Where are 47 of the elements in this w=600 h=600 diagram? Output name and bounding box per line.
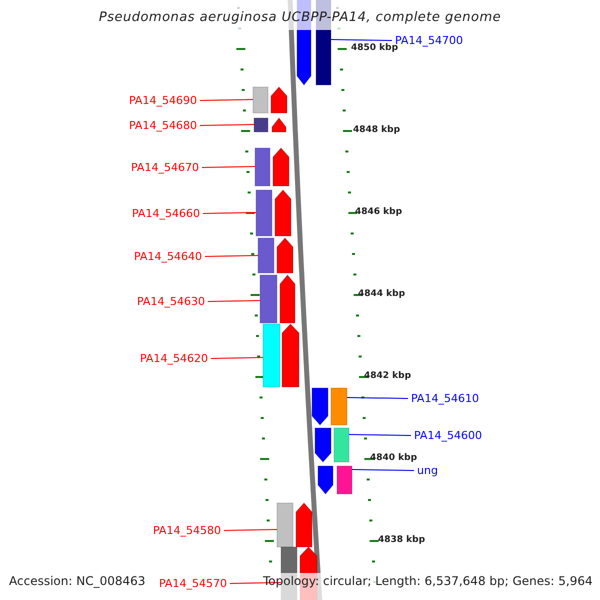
- scale-label: 4844 kbp: [358, 290, 406, 298]
- leader-line: [207, 300, 260, 302]
- gene-feature: [254, 117, 286, 132]
- leader-line: [352, 469, 414, 471]
- title: Pseudomonas aeruginosa UCBPP-PA14, complete genome: [98, 11, 502, 24]
- gene-label: PA14_54670: [131, 162, 199, 173]
- gene-feature: [262, 323, 300, 388]
- scale-label: 4846 kbp: [355, 208, 402, 216]
- gene-label: PA14_54680: [129, 120, 197, 131]
- gene-label: PA14_54580: [153, 525, 221, 536]
- scale-label: 4850 kbp: [351, 44, 398, 52]
- genome-summary-text: Topology: circular; Length: 6,537,648 bp; Genes: 5,964: [263, 575, 593, 587]
- leader-line: [204, 255, 258, 257]
- gene-label: PA14_54690: [129, 95, 197, 106]
- gene-feature: [256, 189, 292, 236]
- gene-feature: [254, 147, 290, 186]
- scale-label: 4840 kbp: [370, 454, 418, 462]
- gene-feature: [312, 388, 348, 426]
- gene-feature: [260, 274, 296, 324]
- gene-feature: [314, 428, 350, 463]
- gene-label: ung: [417, 465, 438, 476]
- leader-line: [330, 39, 392, 41]
- scale-label: 4848 kbp: [353, 126, 400, 134]
- leader-line: [229, 582, 282, 584]
- leader-line: [348, 434, 412, 436]
- gene-label: PA14_54660: [132, 208, 200, 219]
- leader-line: [199, 99, 254, 101]
- leader-line: [199, 124, 254, 126]
- gene-label: PA14_54600: [414, 430, 482, 441]
- leader-line: [202, 212, 256, 214]
- gene-feature: [252, 86, 288, 114]
- gene-feature: [318, 466, 352, 495]
- scale-label: 4842 kbp: [364, 372, 412, 380]
- leader-line: [346, 397, 408, 399]
- gene-label: PA14_54570: [159, 578, 227, 589]
- gene-label: PA14_54620: [140, 353, 208, 364]
- gene-label: PA14_54640: [134, 251, 202, 262]
- gene-feature: [276, 502, 312, 548]
- scale-label: 4838 kbp: [378, 536, 426, 544]
- gene-label: PA14_54610: [411, 393, 479, 404]
- accession-text: Accession: NC_008463: [9, 575, 146, 587]
- leader-line: [201, 166, 256, 168]
- leader-line: [223, 529, 278, 531]
- gene-label: PA14_54630: [137, 296, 205, 307]
- gene-feature: [258, 237, 294, 274]
- gene-label: PA14_54700: [395, 35, 463, 46]
- leader-line: [210, 357, 264, 359]
